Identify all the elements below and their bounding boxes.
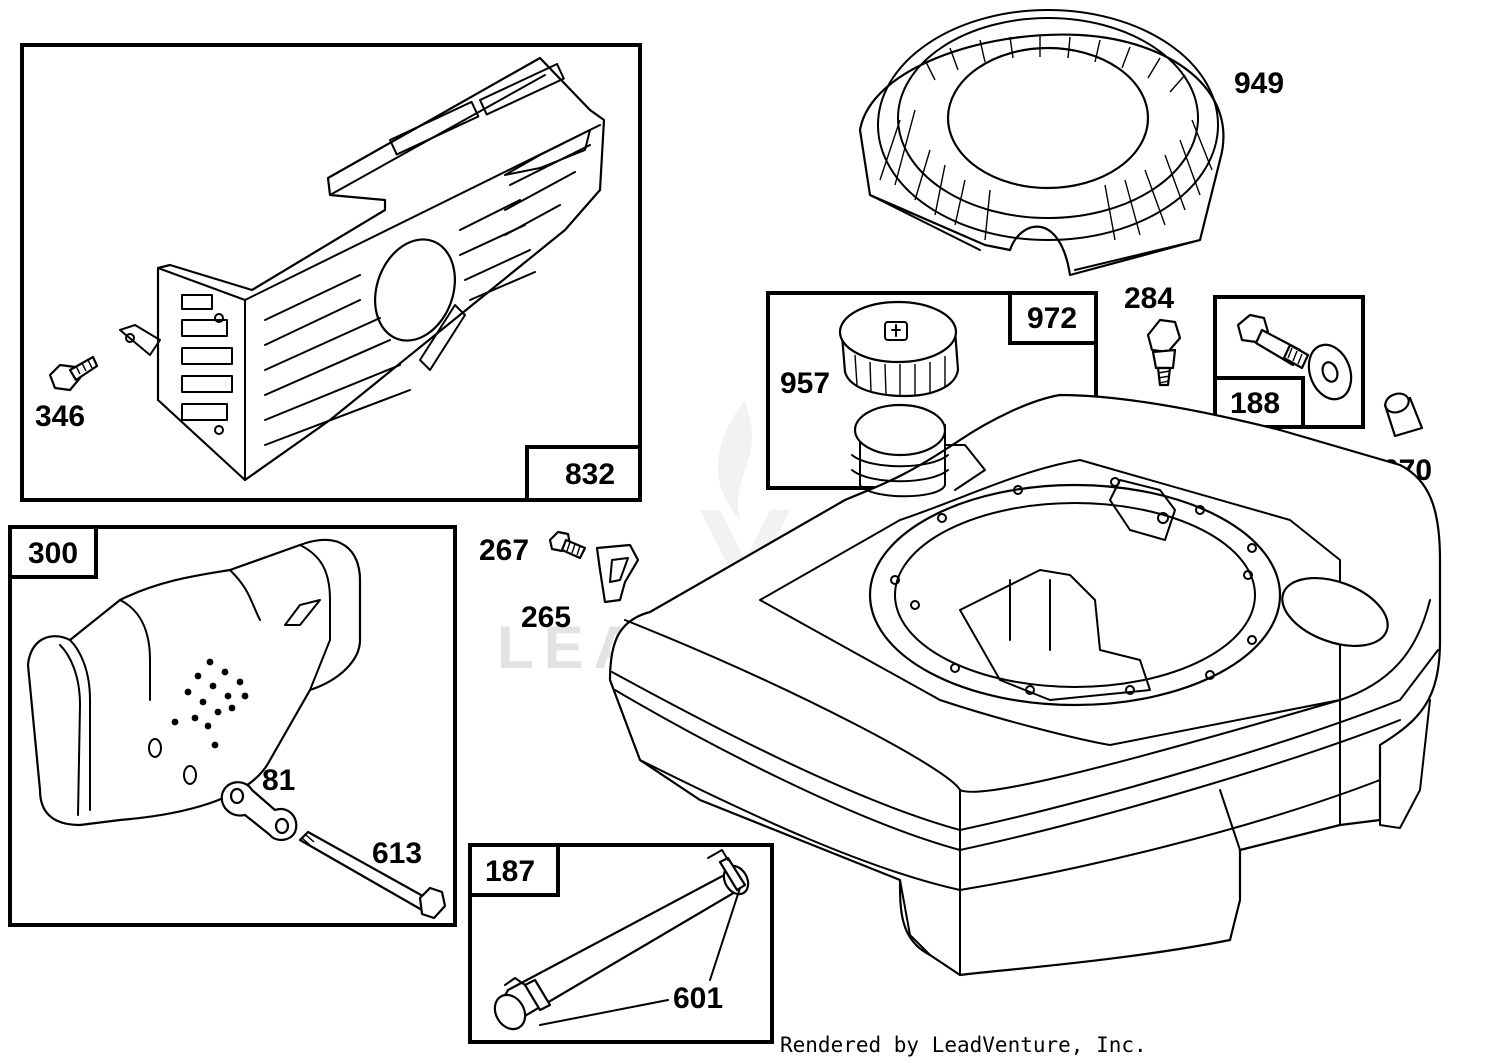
fuel-cap-957[interactable] xyxy=(838,300,960,398)
callout-832[interactable]: 832 xyxy=(565,458,615,491)
screw-346[interactable] xyxy=(48,355,99,392)
callout-187[interactable]: 187 xyxy=(485,855,535,888)
callout-267[interactable]: 267 xyxy=(479,534,529,567)
callout-613[interactable]: 613 xyxy=(372,837,422,870)
gasket-81[interactable] xyxy=(220,781,298,841)
kit-box-187 xyxy=(468,843,774,1044)
bolt-613[interactable] xyxy=(298,830,447,920)
rotating-screen-949[interactable] xyxy=(858,9,1225,277)
callout-972[interactable]: 972 xyxy=(1027,302,1077,335)
washer-icon[interactable] xyxy=(1302,339,1359,405)
muffler-guard-832[interactable] xyxy=(119,56,606,482)
leader-line-601a xyxy=(539,999,669,1026)
callout-949[interactable]: 949 xyxy=(1234,67,1284,100)
callout-188[interactable]: 188 xyxy=(1230,387,1280,420)
callout-81[interactable]: 81 xyxy=(262,764,295,797)
muffler-300[interactable] xyxy=(26,538,362,827)
kit-box-300 xyxy=(8,525,457,927)
callout-box-832 xyxy=(525,445,642,502)
callout-265[interactable]: 265 xyxy=(521,601,571,634)
leader-line-601b xyxy=(709,887,741,981)
screw-267[interactable] xyxy=(548,530,587,560)
spacer-670[interactable] xyxy=(1383,390,1424,438)
shoulder-screw-284[interactable] xyxy=(1146,318,1182,387)
kit-box-832 xyxy=(20,43,642,502)
footer-credit: Rendered by LeadVenture, Inc. xyxy=(780,1033,1147,1057)
callout-box-187 xyxy=(468,843,560,897)
callout-box-972 xyxy=(1008,291,1098,345)
callout-box-188 xyxy=(1213,376,1305,429)
callout-284[interactable]: 284 xyxy=(1124,282,1174,315)
watermark-logo-icon xyxy=(700,400,790,600)
hose-clamp-icon[interactable] xyxy=(504,849,747,1012)
bolt-188[interactable] xyxy=(1236,313,1310,370)
callout-957[interactable]: 957 xyxy=(780,367,830,400)
fuel-tank[interactable] xyxy=(608,393,1442,977)
callout-346[interactable]: 346 xyxy=(35,400,85,433)
callout-300[interactable]: 300 xyxy=(28,537,78,570)
callout-box-300 xyxy=(8,525,98,579)
callout-601[interactable]: 601 xyxy=(673,982,723,1015)
clip-265[interactable] xyxy=(595,543,640,604)
